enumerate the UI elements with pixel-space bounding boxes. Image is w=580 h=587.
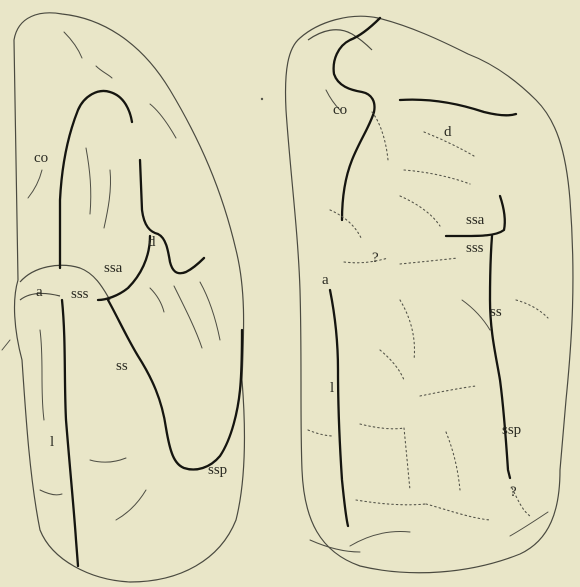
right-label-co: co [333, 102, 347, 118]
scan-speck [261, 98, 263, 100]
left-label-a: a [36, 284, 43, 300]
right-label-sss: sss [466, 240, 484, 256]
right-label-ssa: ssa [466, 212, 485, 228]
left-label-co: co [34, 150, 48, 166]
right-label-question: ? [372, 250, 379, 266]
left-label-ss: ss [116, 358, 128, 374]
right-label-d: d [444, 124, 452, 140]
left-label-ssp: ssp [208, 462, 227, 478]
right-label-ss: ss [490, 304, 502, 320]
left-label-l: l [50, 434, 54, 450]
right-label-a: a [322, 272, 329, 288]
left-label-sss: sss [71, 286, 89, 302]
left-label-d: d [148, 234, 156, 250]
right-label-l: l [330, 380, 334, 396]
left-label-ssa: ssa [104, 260, 123, 276]
right-label-ssp: ssp [502, 422, 521, 438]
right-label-question-2: ? [510, 484, 517, 500]
